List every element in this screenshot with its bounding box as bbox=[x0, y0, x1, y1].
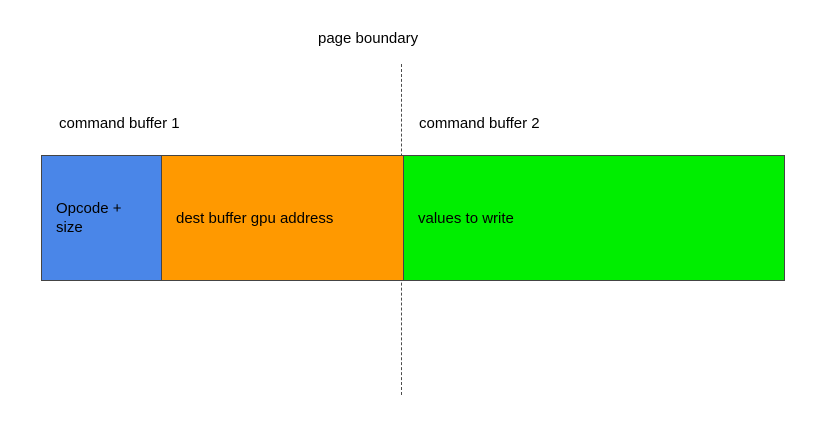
segment-values-to-write: values to write bbox=[404, 155, 785, 281]
segment-opcode-size-label: Opcode + size bbox=[56, 200, 122, 236]
command-buffer-1-label: command buffer 1 bbox=[59, 115, 180, 132]
segment-values-to-write-label: values to write bbox=[418, 209, 514, 227]
page-boundary-label: page boundary bbox=[318, 30, 419, 47]
segment-dest-buffer-gpu-address-label: dest buffer gpu address bbox=[176, 209, 334, 227]
segment-dest-buffer-gpu-address: dest buffer gpu address bbox=[162, 155, 404, 281]
command-buffer-2-label: command buffer 2 bbox=[419, 115, 540, 132]
segment-opcode-size: Opcode + size bbox=[41, 155, 162, 281]
command-buffer-segments: Opcode + size dest buffer gpu address va… bbox=[41, 155, 785, 281]
